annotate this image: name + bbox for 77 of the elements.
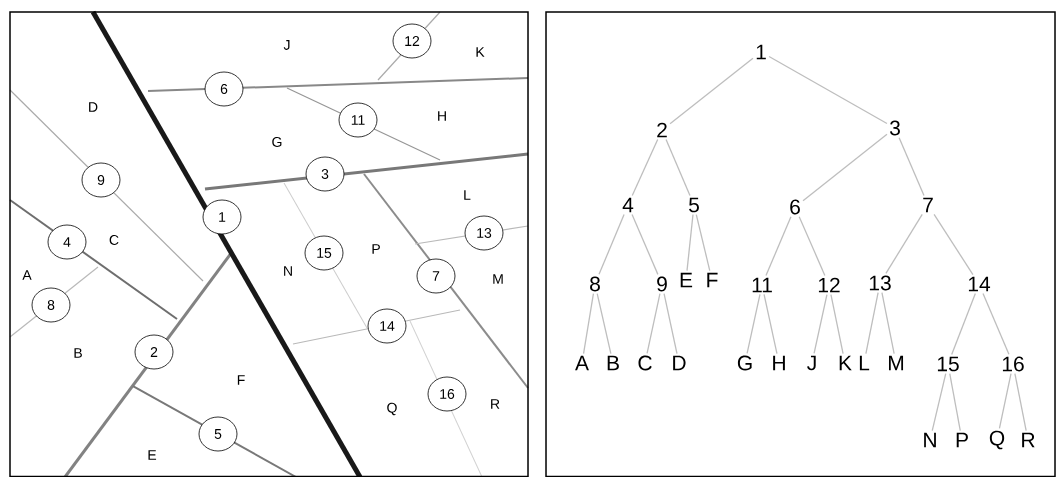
tree-branch <box>768 55 888 125</box>
tree-node-label: 8 <box>590 276 600 292</box>
tree-branch <box>765 216 792 277</box>
region-letter: N <box>284 266 292 276</box>
tree-node-label: 15 <box>937 356 959 372</box>
tree-node-label: 6 <box>790 199 800 215</box>
tree-branch <box>663 293 678 355</box>
tree-node-label: K <box>839 355 852 371</box>
region-letter: P <box>372 244 380 254</box>
tree-node-label: R <box>1022 432 1035 448</box>
tree-branch <box>951 292 976 356</box>
tree-node-label: 14 <box>968 276 991 292</box>
tree-node-label: 2 <box>657 122 667 138</box>
tree-node-label: 16 <box>1002 356 1024 372</box>
region-letter: R <box>491 399 500 409</box>
tree-node-label: P <box>956 432 968 448</box>
tree-branch <box>798 216 826 277</box>
tree-branch <box>598 213 625 275</box>
tree-node-label: 12 <box>818 277 840 293</box>
tree-branch <box>695 213 711 272</box>
tree-branch <box>596 293 612 355</box>
tree-node-label: L <box>859 355 870 371</box>
region-letter: A <box>22 270 32 280</box>
tree-branch <box>582 293 595 355</box>
tree-branch <box>763 293 778 355</box>
tree-branch <box>881 292 895 355</box>
region-letter: D <box>89 102 98 112</box>
tree-node-label: 11 <box>752 277 772 293</box>
tree-node-label: 1 <box>756 44 766 60</box>
tree-node-label: 3 <box>889 120 900 136</box>
tree-branch <box>933 213 974 276</box>
region-letter: M <box>493 274 503 284</box>
tree-node-label: F <box>707 272 718 288</box>
tree-node-label: A <box>575 355 589 371</box>
region-letter: K <box>476 47 485 57</box>
tree-branch <box>982 292 1010 355</box>
tree-node-label: Q <box>989 430 1005 450</box>
tree-node-label: 5 <box>689 197 699 213</box>
tree-branch <box>686 213 694 272</box>
region-letter: L <box>464 190 471 200</box>
tree-branch <box>665 138 691 197</box>
tree-branch <box>949 372 961 432</box>
tree-branch <box>746 293 761 354</box>
tree-branch <box>898 137 925 197</box>
tree-branch <box>998 373 1012 430</box>
region-letter: F <box>237 375 245 385</box>
tree-branch <box>830 293 844 355</box>
region-letter: Q <box>387 402 397 416</box>
tree-branch <box>631 213 659 275</box>
tree-node-label: M <box>889 355 904 371</box>
region-letter: E <box>148 450 157 460</box>
region-letter: C <box>109 235 119 245</box>
tree-branch <box>885 213 923 274</box>
tree-node-label: J <box>807 355 816 371</box>
tree-branch <box>802 133 888 202</box>
tree-node-label: B <box>607 355 619 371</box>
region-letter: B <box>74 348 82 358</box>
region-letter: G <box>272 137 282 147</box>
tree-node-label: N <box>924 432 936 448</box>
tree-node-label: 7 <box>923 197 933 213</box>
tree-branch <box>865 292 879 355</box>
tree-node-label: 13 <box>869 275 891 291</box>
tree-node-label: C <box>638 355 652 371</box>
tree-node-label: 9 <box>657 276 667 292</box>
tree-node-label: H <box>773 355 785 371</box>
tree-branch <box>631 138 659 197</box>
region-letter: J <box>283 40 290 50</box>
tree-branch <box>646 293 661 354</box>
tree-node-label: E <box>680 272 693 288</box>
tree-branch <box>813 293 828 355</box>
tree-node-label: 4 <box>622 197 634 213</box>
tree-branch <box>669 57 754 125</box>
tree-branch <box>931 372 947 432</box>
tree-branch <box>1014 373 1027 432</box>
tree-node-label: G <box>737 355 752 371</box>
tree-node-label: D <box>673 355 686 371</box>
region-letter: H <box>438 111 446 121</box>
